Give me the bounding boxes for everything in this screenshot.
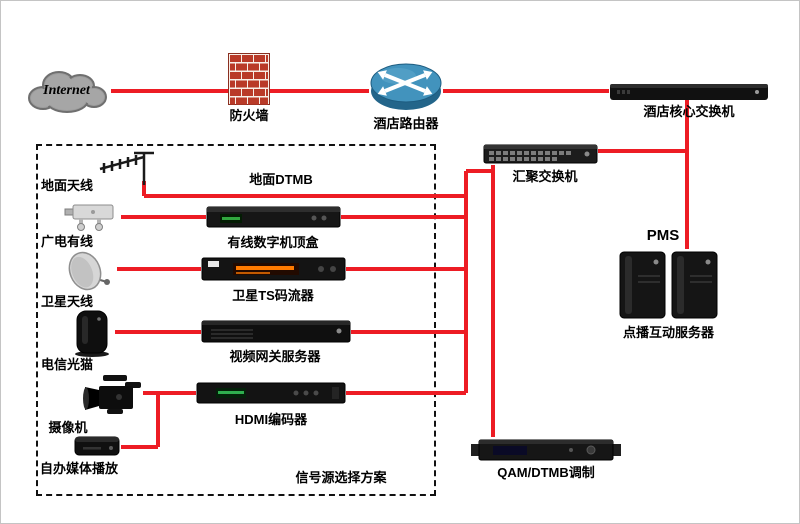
camera-icon xyxy=(81,373,143,419)
qam-modulator-label: QAM/DTMB调制 xyxy=(497,465,595,480)
hdmi-encoder-label: HDMI编码器 xyxy=(234,412,308,427)
ts-streamer-label: 卫星TS码流器 xyxy=(232,288,314,303)
pms-label: PMS xyxy=(646,227,680,244)
internet-label: Internet xyxy=(43,83,90,98)
internet-cloud-icon xyxy=(19,65,114,117)
core-switch-label: 酒店核心交换机 xyxy=(643,104,735,119)
video-gateway-label: 视频网关服务器 xyxy=(229,349,321,364)
camera-label: 摄像机 xyxy=(48,420,88,435)
media-player-icon xyxy=(73,433,121,459)
qam-modulator-device-icon xyxy=(471,437,621,463)
self-media-label: 自办媒体播放 xyxy=(39,461,118,476)
terrestrial-dtmb-label: 地面DTMB xyxy=(249,172,313,187)
satellite-dish-icon xyxy=(61,251,117,293)
aggregation-switch-icon xyxy=(483,141,598,167)
aggregation-switch-label: 汇聚交换机 xyxy=(512,169,578,184)
hotel-router-label: 酒店路由器 xyxy=(373,116,439,131)
cable-stb-label: 有线数字机顶盒 xyxy=(227,235,319,250)
firewall-icon xyxy=(228,53,270,105)
cable-splitter-icon xyxy=(63,201,121,231)
video-gateway-device-icon xyxy=(201,318,351,345)
optical-modem-icon xyxy=(69,309,115,357)
signal-source-plan-label: 信号源选择方案 xyxy=(295,470,387,485)
signal-source-dashed-box xyxy=(36,144,436,496)
hdmi-encoder-device-icon xyxy=(196,380,346,406)
firewall-label: 防火墙 xyxy=(229,108,269,123)
telecom-modem-label: 电信光猫 xyxy=(40,357,93,372)
vod-server-label: 点播互动服务器 xyxy=(622,325,714,340)
terrestrial-antenna-label: 地面天线 xyxy=(40,178,93,193)
core-switch-icon xyxy=(609,81,769,103)
router-icon xyxy=(369,59,443,115)
cable-stb-device-icon xyxy=(206,203,341,231)
cable-tv-label: 广电有线 xyxy=(40,234,93,249)
satellite-antenna-label: 卫星天线 xyxy=(40,294,93,309)
pms-server-towers-icon xyxy=(619,249,719,321)
terrestrial-antenna-icon xyxy=(96,147,156,185)
ts-streamer-device-icon xyxy=(201,255,346,283)
